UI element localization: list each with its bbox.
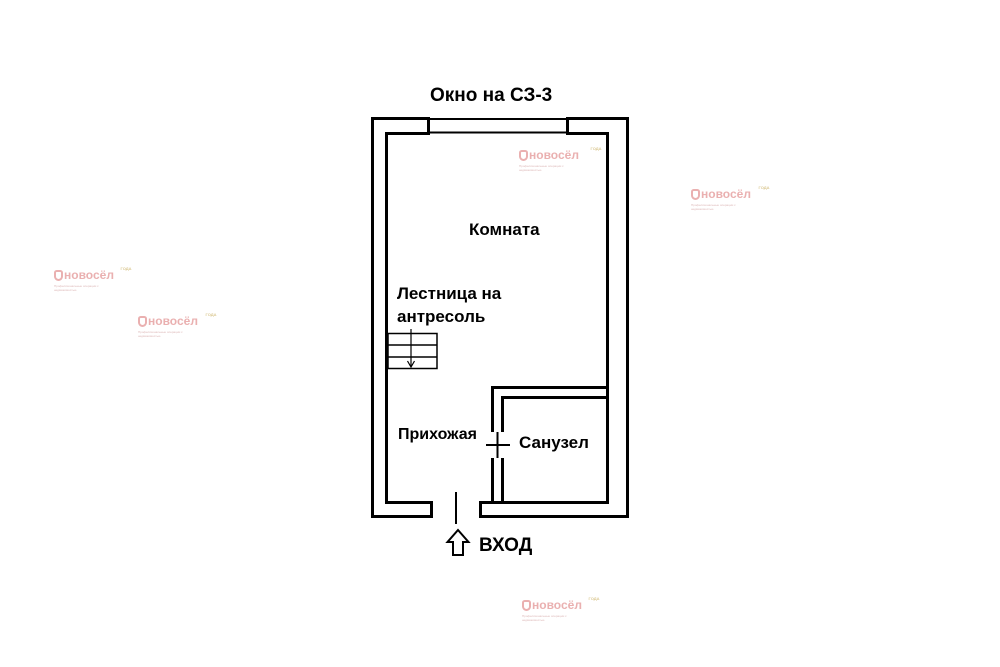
watermark-logo: новосёл Профессиональные операции с недв… [138, 312, 217, 338]
watermark-brand: новосёл [64, 268, 114, 282]
bathroom-wall-outer [491, 386, 607, 502]
watermark-subtitle: Профессиональные операции с недвижимость… [138, 330, 183, 338]
watermark-badge: ГОДА [590, 146, 602, 151]
watermark-house-icon [138, 316, 147, 327]
watermark-badge: ГОДА [205, 312, 217, 317]
room-label: Комната [469, 220, 540, 239]
bathroom-label: Санузел [519, 433, 589, 452]
watermark-subtitle: Профессиональные операции с недвижимость… [522, 614, 567, 622]
window-label: Окно на СЗ-3 [430, 85, 553, 106]
watermark-logo: новосёл Профессиональные операции с недв… [522, 596, 600, 622]
watermark-house-icon [522, 600, 531, 611]
watermark-subtitle: Профессиональные операции с недвижимость… [54, 284, 99, 292]
hallway-label: Прихожая [398, 426, 477, 443]
stair-arrow-head [406, 360, 416, 369]
window-opening [428, 117, 568, 135]
watermark-house-icon [519, 150, 528, 161]
watermark-brand: новосёл [529, 148, 579, 162]
watermark-logo: новосёл Профессиональные операции с недв… [519, 146, 602, 172]
watermark-logo: новосёл Профессиональные операции с недв… [691, 185, 770, 211]
watermark-badge: ГОДА [120, 266, 132, 271]
watermark-badge: ГОДА [758, 185, 770, 190]
watermark-brand: новосёл [148, 314, 198, 328]
watermark-subtitle: Профессиональные операции с недвижимость… [519, 164, 564, 172]
watermark-brand: новосёл [532, 598, 582, 612]
watermark-house-icon [54, 270, 63, 281]
watermark-subtitle: Профессиональные операции с недвижимость… [691, 203, 736, 211]
watermark-badge: ГОДА [588, 596, 600, 601]
watermark-house-icon [691, 189, 700, 200]
entrance-arrow-icon [445, 528, 471, 556]
entrance-label: ВХОД [479, 535, 533, 556]
watermark-logo: новосёл Профессиональные операции с недв… [54, 266, 132, 292]
watermark-brand: новосёл [701, 187, 751, 201]
stairs-label: Лестница на антресоль [397, 284, 502, 326]
staircase [387, 329, 438, 370]
staircase-outline [387, 332, 438, 370]
bathroom-wall-inner [501, 396, 607, 502]
